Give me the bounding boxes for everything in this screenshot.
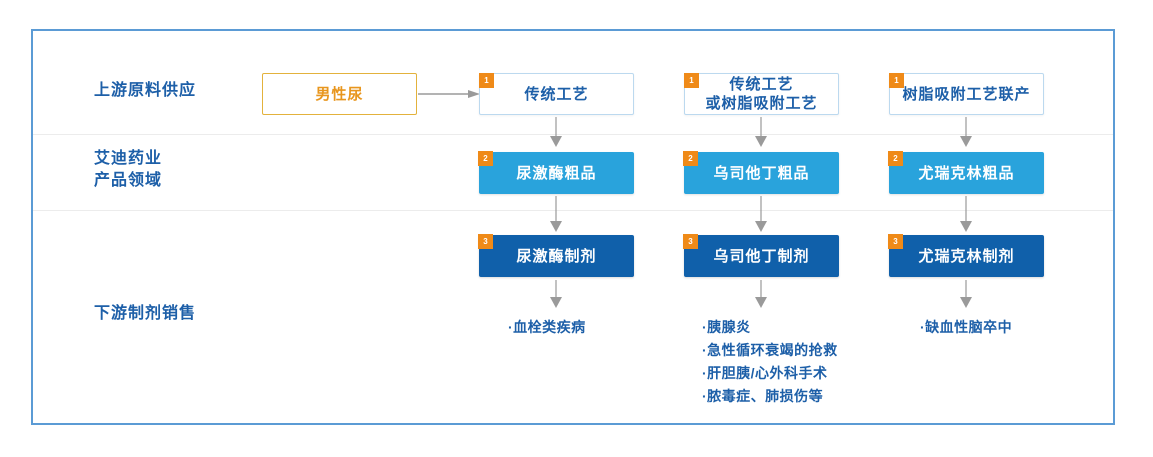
indications-list-urinary-kallidinogenase: ·缺血性脑卒中 — [920, 316, 1012, 339]
node-source-label: 男性尿 — [315, 85, 364, 103]
node-formula-urinary-kallidinogenase[interactable]: 3 尤瑞克林制剂 — [888, 234, 1044, 277]
list-item: ·缺血性脑卒中 — [920, 319, 1013, 335]
node-formula-label-urinary-kallidinogenase: 尤瑞克林制剂 — [918, 247, 1015, 265]
row-separator-1 — [33, 134, 1113, 135]
badge-number-1-col2: 1 — [684, 73, 699, 88]
node-process-ulinastatin[interactable]: 1 传统工艺 或树脂吸附工艺 — [684, 73, 839, 115]
arrow-crude-to-formula-col1 — [549, 196, 563, 232]
list-item: ·急性循环衰竭的抢救 — [702, 342, 838, 358]
arrow-process-to-crude-col3 — [959, 117, 973, 147]
node-process-label-ulinastatin: 传统工艺 或树脂吸附工艺 — [705, 76, 818, 112]
badge-number-1-col3: 1 — [889, 73, 904, 88]
node-crude-urokinase[interactable]: 2 尿激酶粗品 — [478, 151, 634, 194]
arrow-crude-to-formula-col3 — [959, 196, 973, 232]
arrow-crude-to-formula-col2 — [754, 196, 768, 232]
row-label-company-products: 艾迪药业 产品领域 — [94, 150, 163, 189]
list-item: ·肝胆胰/心外科手术 — [702, 365, 828, 381]
node-process-urokinase[interactable]: 1 传统工艺 — [479, 73, 634, 115]
arrow-formula-to-indications-col1 — [549, 280, 563, 310]
indications-list-ulinastatin: ·胰腺炎 ·急性循环衰竭的抢救 ·肝胆胰/心外科手术 ·脓毒症、肺损伤等 — [702, 316, 838, 408]
badge-number-2-col1: 2 — [478, 151, 493, 166]
badge-number-1-col1: 1 — [479, 73, 494, 88]
badge-number-3-col2: 3 — [683, 234, 698, 249]
node-crude-urinary-kallidinogenase[interactable]: 2 尤瑞克林粗品 — [888, 151, 1044, 194]
node-process-label-urinary-kallidinogenase: 树脂吸附工艺联产 — [902, 85, 1031, 103]
arrow-formula-to-indications-col2 — [754, 280, 768, 310]
badge-number-3-col3: 3 — [888, 234, 903, 249]
list-item: ·脓毒症、肺损伤等 — [702, 388, 824, 404]
row-separator-2 — [33, 210, 1113, 211]
row-label-upstream: 上游原料供应 — [94, 82, 197, 99]
list-item: ·血栓类疾病 — [508, 319, 586, 335]
node-crude-label-ulinastatin: 乌司他丁粗品 — [713, 164, 810, 182]
node-process-label-urokinase: 传统工艺 — [524, 85, 589, 103]
node-formula-ulinastatin[interactable]: 3 乌司他丁制剂 — [683, 234, 839, 277]
node-crude-label-urinary-kallidinogenase: 尤瑞克林粗品 — [918, 164, 1015, 182]
indications-list-urokinase: ·血栓类疾病 — [508, 316, 586, 339]
row-label-downstream: 下游制剂销售 — [94, 305, 197, 322]
node-crude-label-urokinase: 尿激酶粗品 — [516, 164, 597, 182]
node-process-urinary-kallidinogenase[interactable]: 1 树脂吸附工艺联产 — [889, 73, 1044, 115]
list-item: ·胰腺炎 — [702, 319, 751, 335]
arrow-process-to-crude-col2 — [754, 117, 768, 147]
arrow-process-to-crude-col1 — [549, 117, 563, 147]
node-formula-urokinase[interactable]: 3 尿激酶制剂 — [478, 234, 634, 277]
node-source-male-urine[interactable]: 男性尿 — [262, 73, 417, 115]
badge-number-2-col3: 2 — [888, 151, 903, 166]
badge-number-3-col1: 3 — [478, 234, 493, 249]
node-crude-ulinastatin[interactable]: 2 乌司他丁粗品 — [683, 151, 839, 194]
node-formula-label-ulinastatin: 乌司他丁制剂 — [713, 247, 810, 265]
arrow-formula-to-indications-col3 — [959, 280, 973, 310]
badge-number-2-col2: 2 — [683, 151, 698, 166]
node-formula-label-urokinase: 尿激酶制剂 — [516, 247, 597, 265]
arrow-source-to-process — [418, 87, 480, 101]
